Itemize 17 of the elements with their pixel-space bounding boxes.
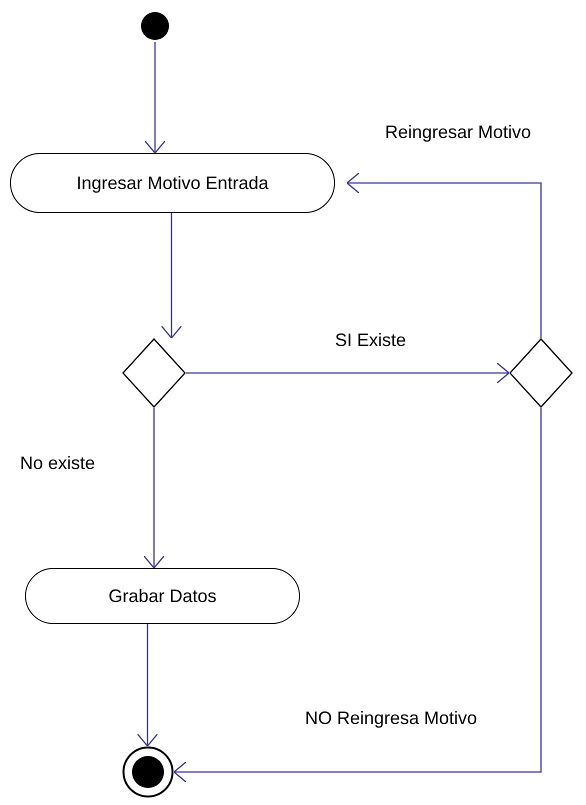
edge-label: NO Reingresa Motivo: [305, 708, 478, 729]
initial-node: [139, 10, 171, 42]
arrow: [173, 408, 542, 783]
arrow: [136, 624, 158, 747]
arrow: [160, 213, 182, 339]
decision-diamond: [122, 338, 186, 408]
action-label: Ingresar Motivo Entrada: [76, 172, 269, 194]
edge-label: SI Existe: [335, 330, 406, 351]
arrow: [346, 172, 542, 338]
action-label: Grabar Datos: [108, 586, 217, 606]
edge-label: Reingresar Motivo: [385, 122, 532, 143]
edge-label: No existe: [20, 453, 96, 474]
arrow: [186, 362, 510, 384]
final-node: [122, 746, 174, 798]
arrow: [144, 42, 166, 154]
decision-diamond: [509, 338, 573, 408]
arrow: [143, 408, 165, 569]
